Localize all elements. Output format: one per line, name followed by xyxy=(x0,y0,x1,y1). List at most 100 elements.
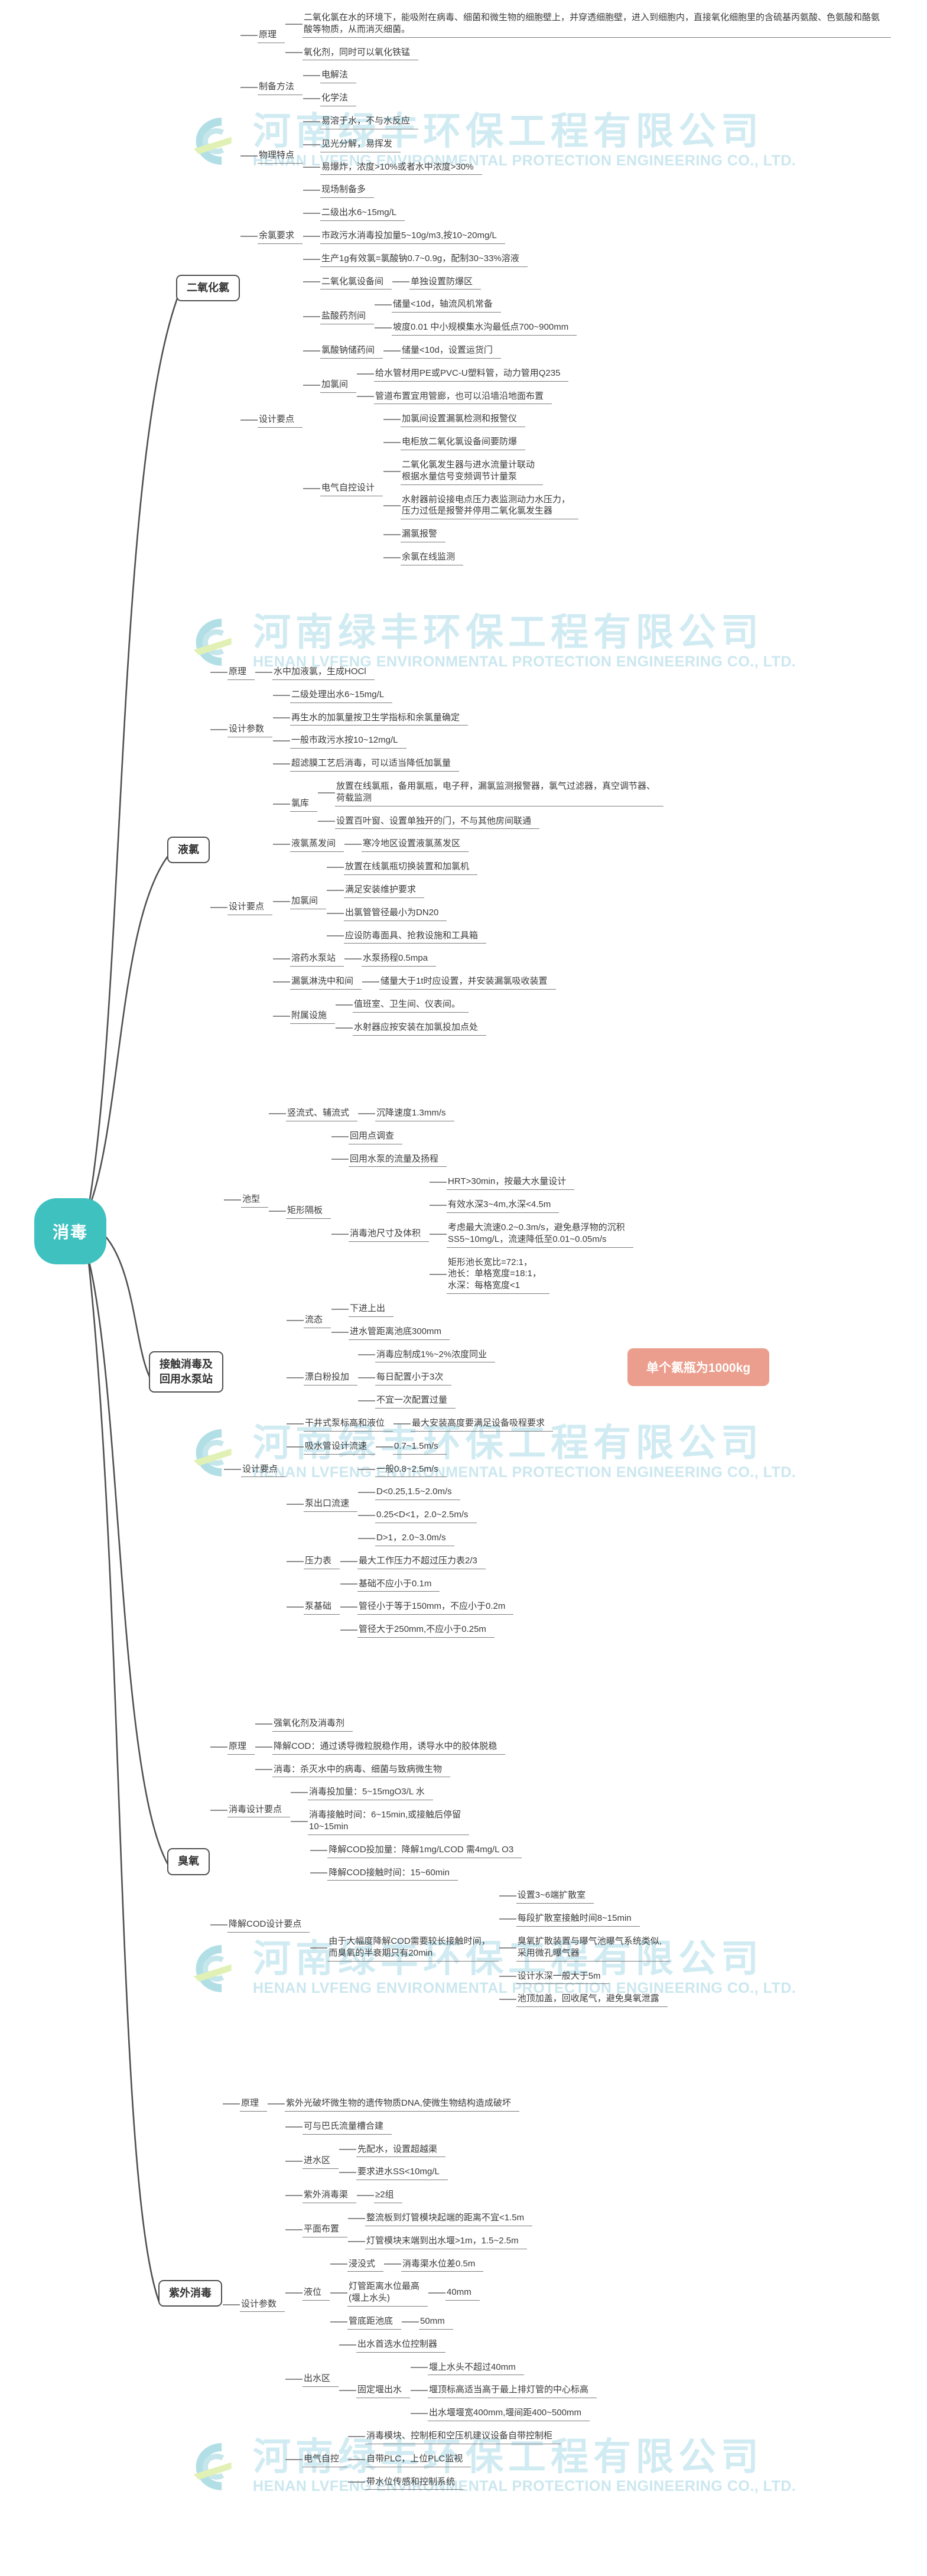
topic-label[interactable]: 灯管距离水位最高 (堰上水头) xyxy=(347,2279,428,2307)
topic-label[interactable]: HRT>30min，按最大水量设计 xyxy=(447,1175,575,1191)
topic-label[interactable]: 设计参数 xyxy=(227,722,273,737)
topic-label[interactable]: 电柜放二氧化氯设备间要防爆 xyxy=(401,435,526,450)
topic-label[interactable]: 水射器前设接电点压力表监测动力水压力， 压力过低是报警并停用二氧化氯发生器 xyxy=(401,493,579,520)
topic-label[interactable]: 超滤膜工艺后消毒，可以适当降低加氯量 xyxy=(290,756,460,772)
topic-label[interactable]: 出氯管管径最小为DN20 xyxy=(344,906,447,921)
topic-label[interactable]: 液氯蒸发间 xyxy=(290,837,344,853)
topic-label[interactable]: 原理 xyxy=(227,1739,255,1755)
topic-label[interactable]: 电气自控 xyxy=(303,2452,348,2467)
topic-label[interactable]: 二级出水6~15mg/L xyxy=(320,206,405,221)
topic-label[interactable]: 管道布置宜用管廊，也可以沿墙沿地面布置 xyxy=(374,389,552,405)
topic-label[interactable]: 池型 xyxy=(241,1192,269,1208)
topic-label[interactable]: 加氯间 xyxy=(290,894,327,910)
topic-label[interactable]: 液位 xyxy=(303,2285,330,2301)
topic-label[interactable]: 堰顶标高适当高于最上排灯管的中心标高 xyxy=(428,2383,597,2399)
topic-label[interactable]: 值班室、卫生间、仪表间。 xyxy=(353,997,469,1013)
topic-label[interactable]: 干井式泵标高和液位 xyxy=(304,1416,393,1432)
topic-label[interactable]: 原理 xyxy=(227,665,255,680)
topic-label[interactable]: 设置百叶窗、设置单独开的门，不与其他房间联通 xyxy=(335,814,540,830)
topic-label[interactable]: 电气自控设计 xyxy=(320,481,383,496)
topic-label[interactable]: 自带PLC，上位PLC监视 xyxy=(365,2452,471,2467)
topic-label[interactable]: 可与巴氏流量槽合建 xyxy=(303,2119,392,2135)
topic-label[interactable]: 强氧化剂及消毒剂 xyxy=(272,1716,353,1732)
topic-label[interactable]: 设计水深一般大于5m xyxy=(516,1969,609,1985)
topic-label[interactable]: 紫外光破坏微生物的遗传物质DNA,使微生物结构造成破坏 xyxy=(285,2096,519,2112)
topic-label[interactable]: 要求进水SS<10mg/L xyxy=(356,2165,448,2181)
topic-label[interactable]: 盐酸药剂间 xyxy=(320,309,375,324)
topic-label[interactable]: 氯库 xyxy=(290,796,318,812)
topic-label[interactable]: 漏氯报警 xyxy=(401,527,446,542)
topic-label[interactable]: 寒冷地区设置液氯蒸发区 xyxy=(362,837,469,853)
topic-label[interactable]: 消毒设计要点 xyxy=(227,1803,291,1818)
topic-label[interactable]: 余氯在线监测 xyxy=(401,550,464,565)
topic-label[interactable]: 不宜一次配置过量 xyxy=(375,1393,456,1409)
topic-label[interactable]: 生产1g有效氯=氯酸钠0.7~0.9g，配制30~33%溶液 xyxy=(320,252,528,267)
topic-label[interactable]: 放置在线氯瓶，备用氯瓶，电子秤，漏氯监测报警器，氯气过滤器，真空调节器、 荷载监… xyxy=(335,779,664,806)
topic-label[interactable]: 坡度0.01 中小规模集水沟最低点700~900mm xyxy=(392,320,577,336)
topic-label[interactable]: 平面布置 xyxy=(303,2222,348,2238)
topic-label[interactable]: 出水区 xyxy=(303,2372,339,2387)
topic-label[interactable]: 进水管距离池底300mm xyxy=(349,1325,450,1340)
topic-label[interactable]: 每日配置小于3次 xyxy=(375,1370,452,1386)
topic-label[interactable]: 消毒接触时间：6~15min,或接触后停留 10~15min xyxy=(308,1808,470,1835)
topic-label[interactable]: 二氧化氯设备间 xyxy=(320,275,392,290)
topic-label[interactable]: 设计要点 xyxy=(258,412,303,428)
root-topic[interactable]: 消毒 xyxy=(34,1198,106,1264)
topic-label[interactable]: 回用点调查 xyxy=(349,1129,403,1144)
topic-label[interactable]: 易爆炸，浓度>10%或者水中浓度>30% xyxy=(320,160,482,175)
topic-label[interactable]: 加氯间设置漏氯检测和报警仪 xyxy=(401,412,526,428)
topic-label[interactable]: 竖流式、辅流式 xyxy=(286,1106,358,1121)
topic-label[interactable]: 矩形池长宽比=72:1， 池长：单格宽度=18:1， 水深：每格宽度<1 xyxy=(447,1256,550,1294)
topic-label[interactable]: 漂白粉投加 xyxy=(304,1370,358,1386)
topic-label[interactable]: 带水位传感和控制系统 xyxy=(365,2475,464,2490)
topic-label[interactable]: 40mm xyxy=(445,2285,480,2301)
branch-liquid-chlorine-label[interactable]: 液氯 xyxy=(167,837,210,864)
topic-label[interactable]: 浸没式 xyxy=(347,2257,384,2272)
topic-label[interactable]: 管径大于250mm,不应小于0.25m xyxy=(357,1622,495,1638)
topic-label[interactable]: 基础不应小于0.1m xyxy=(357,1577,440,1592)
topic-label[interactable]: 化学法 xyxy=(320,91,357,106)
topic-label[interactable]: 二级处理出水6~15mg/L xyxy=(290,688,393,703)
topic-label[interactable]: 氯酸钠储药间 xyxy=(320,343,383,359)
topic-label[interactable]: 储量<10d，设置运货门 xyxy=(401,343,501,359)
topic-label[interactable]: 漏氯淋洗中和间 xyxy=(290,974,362,990)
topic-label[interactable]: 水中加液氯，生成HOCl xyxy=(272,665,375,680)
topic-label[interactable]: 降解COD接触时间：15~60min xyxy=(327,1866,458,1881)
branch-contact-disinfection-label[interactable]: 接触消毒及 回用水泵站 xyxy=(149,1351,223,1393)
topic-label[interactable]: 压力表 xyxy=(304,1554,340,1569)
topic-label[interactable]: 进水区 xyxy=(303,2154,339,2169)
topic-label[interactable]: D<0.25,1.5~2.0m/s xyxy=(375,1485,460,1501)
topic-label[interactable]: 最大安装高度要满足设备吸程要求 xyxy=(411,1416,554,1432)
topic-label[interactable]: 消毒模块、控制柜和空压机建议设备自带控制柜 xyxy=(365,2429,561,2444)
topic-label[interactable]: 降解COD：通过诱导微粒脱稳作用，诱导水中的胶体脱稳 xyxy=(272,1739,506,1755)
topic-label[interactable]: 制备方法 xyxy=(258,80,303,95)
topic-label[interactable]: 附属设施 xyxy=(290,1009,336,1024)
topic-label[interactable]: 臭氧扩散装置与曝气池曝气系统类似, 采用微孔曝气器 xyxy=(516,1934,670,1962)
topic-label[interactable]: 放置在线氯瓶切换装置和加氯机 xyxy=(344,860,478,875)
topic-label[interactable]: 矩形隔板 xyxy=(286,1204,331,1219)
topic-label[interactable]: 整流板到灯管模块起端的距离不宜<1.5m xyxy=(365,2211,533,2226)
topic-label[interactable]: 现场制备多 xyxy=(320,183,375,199)
topic-label[interactable]: 回用水泵的流量及扬程 xyxy=(349,1152,447,1167)
topic-label[interactable]: 吸水管设计流速 xyxy=(304,1439,376,1455)
topic-label[interactable]: 紫外消毒渠 xyxy=(303,2188,357,2203)
topic-label[interactable]: 二氧化氯在水的环境下，能吸附在病毒、细菌和微生物的细胞壁上，并穿透细胞壁，进入到… xyxy=(303,11,892,38)
topic-label[interactable]: 市政污水消毒投加量5~10g/m3,按10~20mg/L xyxy=(320,229,505,244)
topic-label[interactable]: 易溶于水，不与水反应 xyxy=(320,114,419,129)
topic-label[interactable]: 设置3~6端扩散室 xyxy=(516,1888,594,1904)
topic-label[interactable]: 最大工作压力不超过压力表2/3 xyxy=(357,1554,486,1569)
topic-label[interactable]: D>1，2.0~3.0m/s xyxy=(375,1531,454,1546)
callout-chlorine-bottle[interactable]: 单个氯瓶为1000kg xyxy=(627,1348,769,1386)
topic-label[interactable]: 50mm xyxy=(419,2314,453,2330)
topic-label[interactable]: 电解法 xyxy=(320,68,357,84)
topic-label[interactable]: 池顶加盖，回收尾气，避免臭氧泄露 xyxy=(516,1992,668,2008)
topic-label[interactable]: 消毒池尺寸及体积 xyxy=(349,1227,430,1243)
topic-label[interactable]: 原理 xyxy=(240,2096,268,2112)
topic-label[interactable]: 再生水的加氯量按卫生学指标和余氯量确定 xyxy=(290,711,469,726)
topic-label[interactable]: 储量<10d，轴流风机常备 xyxy=(392,297,501,313)
topic-label[interactable]: 一般市政污水按10~12mg/L xyxy=(290,733,406,749)
topic-label[interactable]: 消毒：杀灭水中的病毒、细菌与致病微生物 xyxy=(272,1762,451,1778)
topic-label[interactable]: 管径小于等于150mm，不应小于0.2m xyxy=(357,1599,514,1615)
topic-label[interactable]: 考虑最大流速0.2~0.3m/s，避免悬浮物的沉积 SS5~10mg/L，流速降… xyxy=(447,1221,633,1248)
topic-label[interactable]: 先配水，设置超越渠 xyxy=(356,2142,446,2158)
